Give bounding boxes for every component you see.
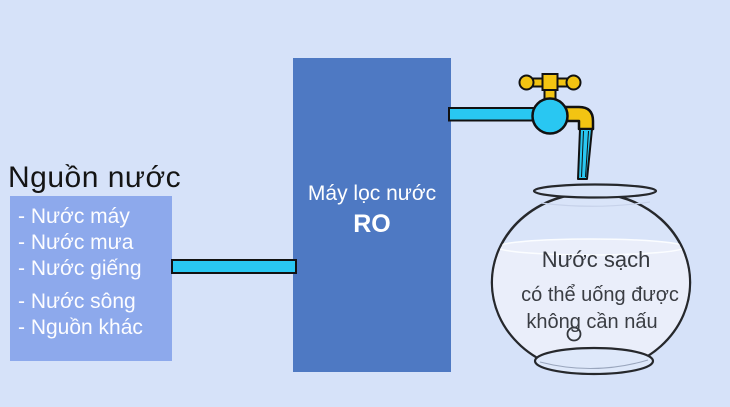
water-stream-line bbox=[581, 130, 584, 178]
faucet-valve-body bbox=[531, 97, 569, 135]
inlet-pipe bbox=[171, 259, 297, 274]
water-stream-line bbox=[585, 130, 589, 178]
bowl-foot-inner-line bbox=[539, 359, 649, 370]
ro-filter-model-label: RO bbox=[353, 210, 391, 238]
source-title: Nguồn nước bbox=[8, 161, 182, 194]
source-list-item: - Nước sông bbox=[18, 290, 136, 313]
bowl-subtitle-line1: có thể uống được bbox=[521, 284, 679, 306]
source-list-box: - Nước máy - Nước mưa - Nước giếng - Nướ… bbox=[10, 196, 172, 361]
bowl-title: Nước sạch bbox=[541, 247, 651, 272]
fishbowl-icon bbox=[490, 183, 692, 376]
source-list-item: - Nguồn khác bbox=[18, 316, 143, 339]
bowl-neck-inner-line bbox=[540, 201, 651, 207]
faucet-icon bbox=[518, 73, 595, 180]
water-stream bbox=[577, 128, 593, 180]
ro-filter-label: Máy lọc nước bbox=[307, 182, 437, 205]
outlet-pipe bbox=[448, 107, 538, 122]
ro-filter-box: Máy lọc nước RO bbox=[293, 58, 451, 372]
faucet-handle-knob-right bbox=[565, 74, 582, 91]
water-stream-icon bbox=[577, 128, 593, 180]
source-list-item: - Nước giếng bbox=[18, 257, 142, 280]
source-list-item: - Nước mưa bbox=[18, 231, 134, 254]
faucet-handle-knob-left bbox=[518, 74, 535, 91]
bowl-subtitle-line2: không cần nấu bbox=[526, 311, 658, 333]
bowl-foot bbox=[533, 346, 655, 376]
faucet-handle-bar bbox=[520, 77, 580, 88]
faucet-handle-stem bbox=[543, 85, 557, 103]
faucet-handle-hub bbox=[541, 73, 559, 91]
faucet-spout bbox=[557, 105, 595, 131]
bowl-rim bbox=[532, 183, 658, 199]
source-list-item: - Nước máy bbox=[18, 205, 130, 228]
bowl-body bbox=[490, 191, 692, 374]
